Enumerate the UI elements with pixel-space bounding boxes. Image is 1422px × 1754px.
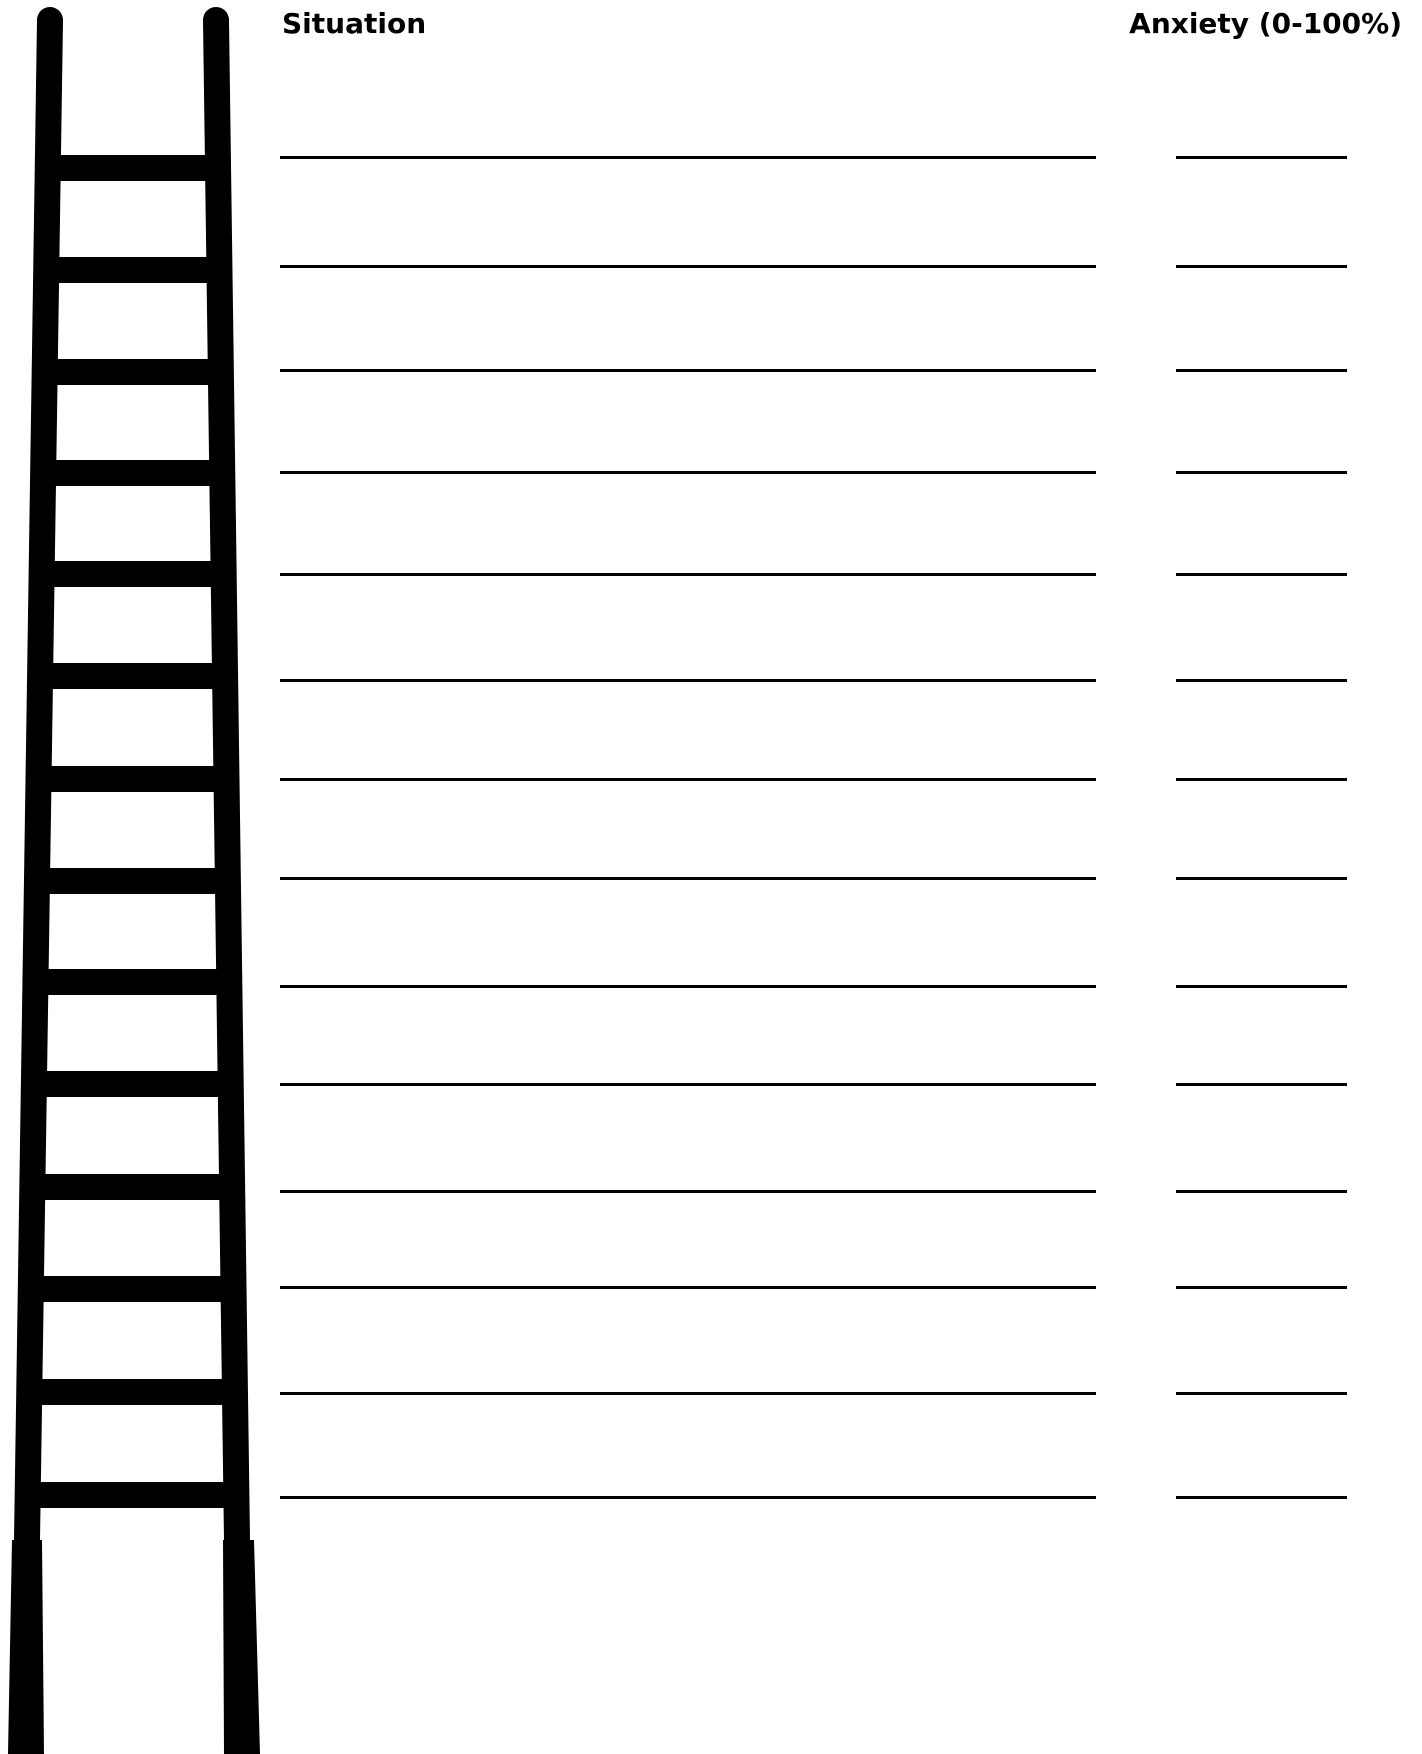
anxiety-rating-field[interactable] xyxy=(1176,156,1347,159)
anxiety-rating-field[interactable] xyxy=(1176,265,1347,268)
situation-field[interactable] xyxy=(280,573,1096,576)
anxiety-rating-field[interactable] xyxy=(1176,1286,1347,1289)
hierarchy-row xyxy=(0,156,1422,159)
hierarchy-row xyxy=(0,679,1422,682)
situation-field[interactable] xyxy=(280,369,1096,372)
situation-field[interactable] xyxy=(280,778,1096,781)
hierarchy-row xyxy=(0,1496,1422,1499)
anxiety-rating-field[interactable] xyxy=(1176,1190,1347,1193)
hierarchy-row xyxy=(0,1190,1422,1193)
situation-field[interactable] xyxy=(280,1496,1096,1499)
situation-field[interactable] xyxy=(280,265,1096,268)
situation-field[interactable] xyxy=(280,156,1096,159)
hierarchy-row xyxy=(0,1286,1422,1289)
situation-field[interactable] xyxy=(280,1190,1096,1193)
anxiety-rating-field[interactable] xyxy=(1176,985,1347,988)
anxiety-rating-field[interactable] xyxy=(1176,471,1347,474)
hierarchy-row xyxy=(0,985,1422,988)
hierarchy-row xyxy=(0,778,1422,781)
situation-field[interactable] xyxy=(280,985,1096,988)
anxiety-rating-field[interactable] xyxy=(1176,1496,1347,1499)
situation-field[interactable] xyxy=(280,877,1096,880)
anxiety-rating-field[interactable] xyxy=(1176,1392,1347,1395)
hierarchy-row xyxy=(0,1083,1422,1086)
situation-field[interactable] xyxy=(280,1392,1096,1395)
situation-field[interactable] xyxy=(280,1083,1096,1086)
anxiety-rating-field[interactable] xyxy=(1176,679,1347,682)
hierarchy-row xyxy=(0,471,1422,474)
hierarchy-row xyxy=(0,369,1422,372)
situation-field[interactable] xyxy=(280,679,1096,682)
anxiety-rating-field[interactable] xyxy=(1176,778,1347,781)
hierarchy-row xyxy=(0,573,1422,576)
anxiety-rating-field[interactable] xyxy=(1176,1083,1347,1086)
hierarchy-row xyxy=(0,265,1422,268)
anxiety-rating-field[interactable] xyxy=(1176,573,1347,576)
anxiety-rating-field[interactable] xyxy=(1176,369,1347,372)
situation-field[interactable] xyxy=(280,471,1096,474)
hierarchy-row xyxy=(0,1392,1422,1395)
situation-field[interactable] xyxy=(280,1286,1096,1289)
hierarchy-row xyxy=(0,877,1422,880)
anxiety-rating-field[interactable] xyxy=(1176,877,1347,880)
